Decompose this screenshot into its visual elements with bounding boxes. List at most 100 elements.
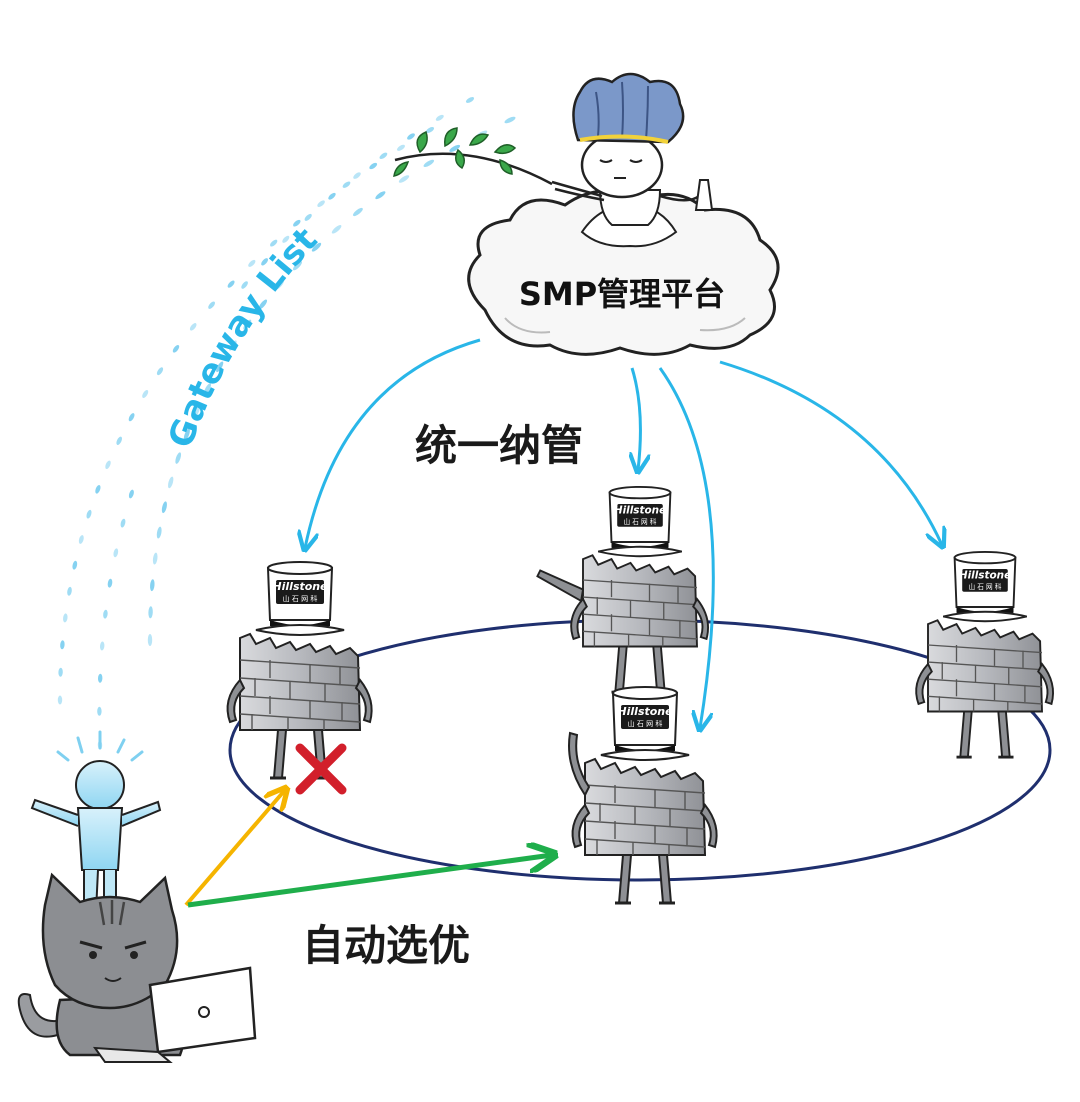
water-dash [97,673,103,683]
water-dash [270,239,278,247]
arrow-to-middle-firewall [632,367,640,470]
water-dash [116,436,123,445]
water-dash [168,476,174,489]
svg-text:Hillstone: Hillstone [617,705,673,718]
water-dash [227,280,235,288]
water-dash [86,509,92,519]
water-dash [172,344,180,353]
svg-text:Hillstone: Hillstone [959,570,1011,582]
arrow-to-left-firewall [305,338,481,548]
water-dash [78,535,84,544]
water-dash [57,695,63,705]
water-dash [72,560,78,570]
smp-cloud: SMP管理平台 [467,189,780,356]
water-dashes [57,97,516,750]
water-dash [156,367,164,376]
svg-text:山 石 网 科: 山 石 网 科 [969,582,1002,591]
water-dash [189,323,197,331]
water-dash [161,501,167,514]
water-dash [342,181,351,188]
water-dash [63,613,68,623]
water-dash [311,242,322,252]
water-dash [293,219,301,227]
svg-text:山 石 网 科: 山 石 网 科 [624,517,657,526]
water-dash [423,159,435,168]
water-dash [375,191,386,200]
water-dash [331,225,342,234]
water-dash [128,413,135,422]
sage-figure [551,72,714,248]
water-dash [183,428,190,441]
svg-text:山 石 网 科: 山 石 网 科 [628,719,663,728]
water-dash [397,144,405,151]
water-dash [120,518,126,528]
water-dash [208,301,216,309]
svg-text:山 石 网 科: 山 石 网 科 [283,594,318,603]
water-dash [113,548,119,558]
water-dash [142,390,149,398]
water-dash [465,97,475,103]
firewall-middle: Hillstone 山 石 网 科 [536,485,710,694]
water-dash [379,152,388,159]
failure-cross-icon [295,743,347,795]
firewall-right: Hillstone 山 石 网 科 [914,550,1055,759]
water-dash [369,162,378,170]
optimal-path-arrow [187,855,552,908]
arrow-to-right-firewall [719,360,942,545]
water-dash [282,235,290,243]
water-dash [275,280,284,290]
cloud-label: SMP管理平台 [519,275,725,313]
failed-path-arrow [184,790,285,907]
firewall-left: Hillstone 山 石 网 科 [226,560,374,780]
water-dash [175,452,182,464]
water-dash [293,261,302,271]
water-dash [504,116,516,124]
water-dash [435,114,444,121]
water-dash [398,175,410,183]
water-dash [261,258,269,266]
water-dash [258,299,268,310]
water-dash [128,489,134,499]
auto-select-label: 自动选优 [302,921,470,970]
water-dash [67,586,72,596]
water-dash [248,259,256,267]
water-dash [216,361,224,373]
water-dash [328,192,336,200]
water-dash [156,526,162,539]
water-dash [449,144,461,152]
water-dash [317,200,325,207]
water-dash [97,706,102,716]
water-dash [304,213,312,221]
water-dash [95,485,101,494]
water-dash [60,640,65,650]
willow-branch [393,127,553,186]
water-dash [353,172,361,179]
svg-text:Hillstone: Hillstone [614,505,666,517]
water-figure [30,730,162,913]
firewall-front: Hillstone 山 石 网 科 [568,685,719,905]
water-dash [407,133,415,140]
unified-management-label: 统一纳管 [415,421,583,470]
water-dash [58,667,63,677]
cat-with-laptop [17,872,257,1063]
gateway-list-label: Gateway List [161,220,326,453]
water-dash [147,634,153,646]
water-dash [241,281,248,289]
water-dash [148,606,153,619]
water-dash [99,641,105,651]
svg-text:Hillstone: Hillstone [272,580,328,593]
water-dash [425,127,435,133]
water-dash [193,405,200,417]
water-dash [243,319,252,330]
management-arrows [305,338,942,728]
water-dash [105,460,111,470]
water-dash [229,340,237,351]
arrow-to-front-firewall [658,367,715,728]
water-dash [352,207,363,217]
water-dash [152,552,158,565]
water-dash [204,383,211,395]
water-dash [107,578,113,588]
water-dash [103,609,108,619]
water-dash [150,579,155,592]
